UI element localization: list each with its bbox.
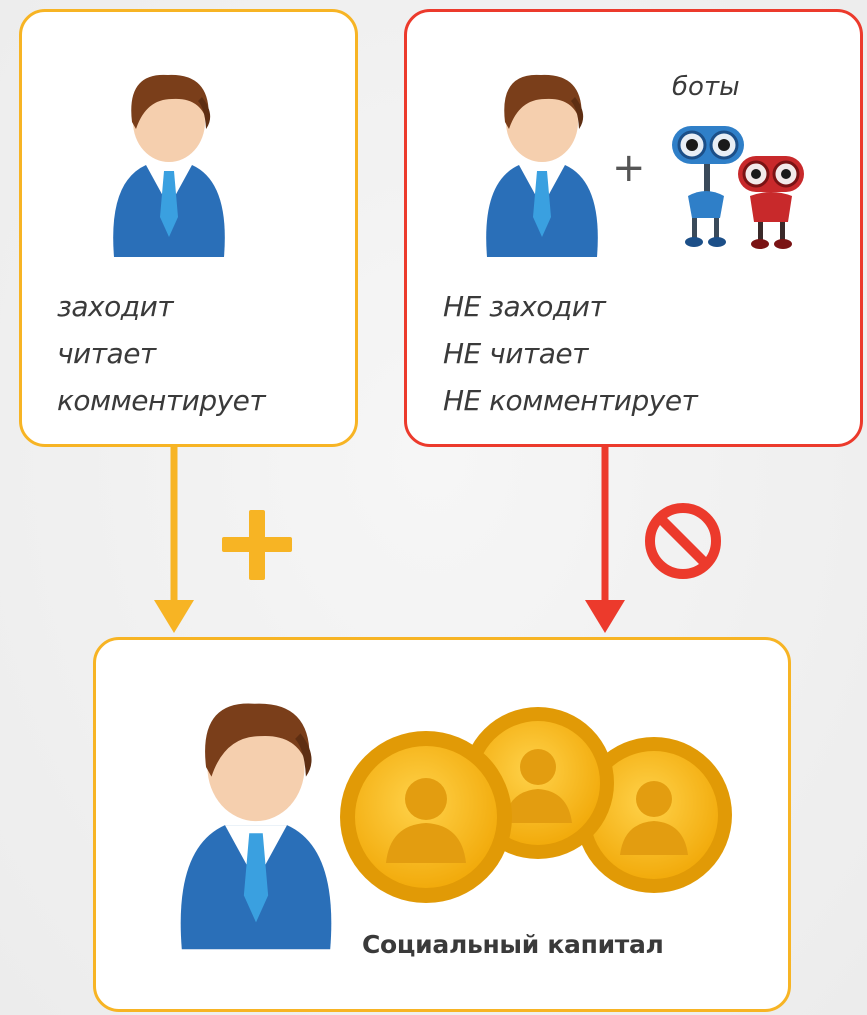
red-robot-icon — [738, 156, 804, 249]
coins-icon — [340, 707, 732, 903]
real-user-panel: заходит читает комментирует — [19, 9, 358, 447]
actions-list: НЕ заходит НЕ читает НЕ комментирует — [443, 283, 698, 424]
action-reads: читает — [57, 337, 156, 370]
actions-list: заходит читает комментирует — [57, 283, 266, 424]
user-icon — [180, 703, 332, 950]
action-visits: заходит — [57, 290, 174, 323]
action-not-comments: НЕ комментирует — [443, 384, 698, 417]
positive-arrow — [154, 447, 194, 633]
action-not-reads: НЕ читает — [443, 337, 588, 370]
robots-icon — [672, 126, 804, 249]
plus-icon — [222, 510, 292, 580]
plus-sign: + — [612, 145, 646, 191]
action-comments: комментирует — [57, 384, 266, 417]
blue-robot-icon — [672, 126, 744, 247]
action-not-visits: НЕ заходит — [443, 290, 606, 323]
negative-arrow — [585, 447, 625, 633]
bots-label: боты — [672, 72, 740, 102]
user-icon — [486, 74, 598, 257]
prohibited-icon — [645, 503, 721, 579]
user-icon — [113, 74, 225, 257]
social-capital-label: Социальный капитал — [362, 930, 664, 959]
coin-right — [576, 737, 732, 893]
coin-left — [340, 731, 512, 903]
fake-user-panel: НЕ заходит НЕ читает НЕ комментирует — [404, 9, 863, 447]
